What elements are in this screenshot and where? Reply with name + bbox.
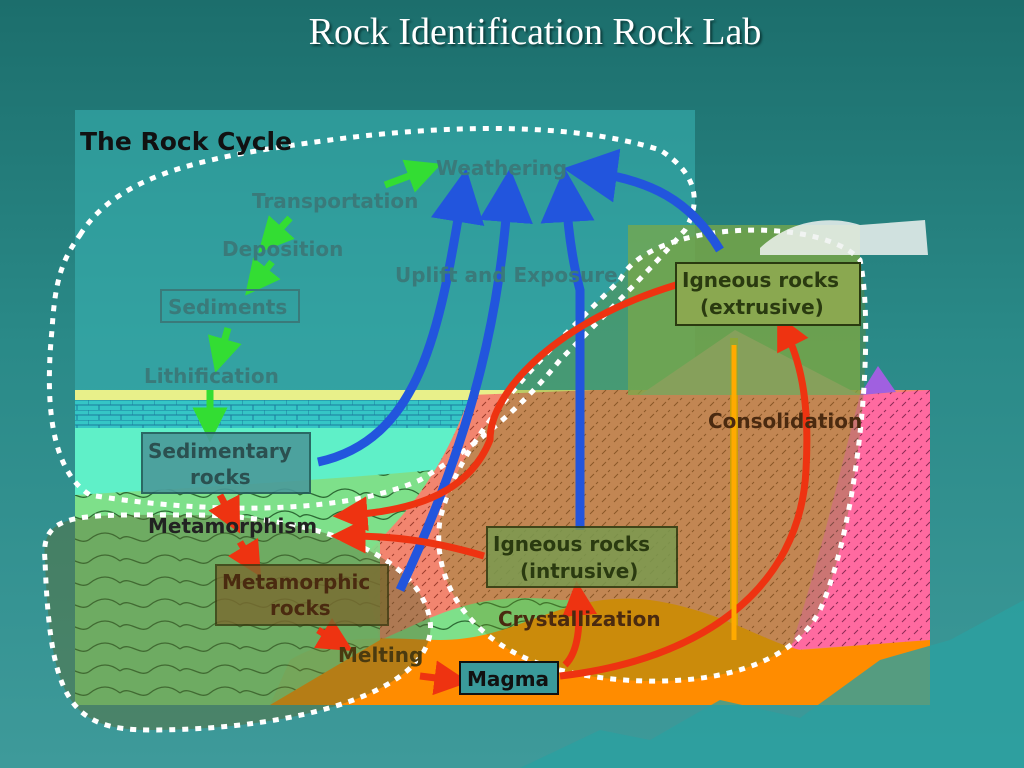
igneous-dotted-outline [436,227,869,684]
arrow-sediments-lithification [207,327,242,373]
metamorphic-dotted-outline [42,512,433,733]
label-weathering: Weathering [436,156,567,180]
weathering-arrow-extrusive [563,148,724,253]
slide-title: Rock Identification Rock Lab [308,11,762,53]
ocean-surface-icon [760,220,928,255]
label-metamorphic-line1: Metamorphic [222,570,370,594]
metamorphic-rocks-box [215,564,389,626]
arrow-deposition-sediments [245,257,281,296]
label-melting: Melting [338,643,423,667]
arrow-metamorphism-metamorphic [227,537,262,578]
sedimentary-dotted-outline [46,126,697,511]
sediments-box [160,289,300,323]
arrow-magma-extrusive [559,314,811,680]
arrow-metamorphic-melting [313,617,354,652]
arrow-intrusive-metamorphism [330,518,485,560]
label-igneous-intrusive-line2: (intrusive) [520,559,638,583]
arrow-extrusive-metamorphism [332,281,678,532]
uplift-arrow-metamorphic [395,168,533,592]
mountain-silhouette [520,600,1024,768]
arrow-magma-crystallization [562,580,598,668]
arrow-sedimentary-metamorphism [208,493,241,534]
label-sedimentary-line1: Sedimentary [148,439,292,463]
diagram-title: The Rock Cycle [80,127,292,156]
label-deposition: Deposition [222,237,343,261]
label-magma: Magma [467,667,549,691]
label-transportation: Transportation [252,189,418,213]
uplift-arrow-sedimentary [317,168,485,467]
igneous-intrusive-box [486,526,678,588]
label-igneous-extrusive-line1: Igneous rocks [682,268,839,292]
label-sediments: Sediments [168,295,287,319]
label-igneous-intrusive-line1: Igneous rocks [493,532,650,556]
label-consolidation: Consolidation [708,409,862,433]
sedimentary-rocks-box [141,432,311,494]
igneous-intrusive-zone [360,390,930,660]
igneous-extrusive-box [675,262,861,326]
arrow-weathering-transport [383,159,442,193]
igneous-extrusive-zone [790,390,930,650]
volcano-peak [860,366,896,395]
label-metamorphic-line2: rocks [270,596,331,620]
label-igneous-extrusive-line2: (extrusive) [700,295,824,319]
label-metamorphism: Metamorphism [148,514,317,538]
label-lithification: Lithification [144,364,279,388]
sand-layer [75,390,595,400]
uplift-arrow-igneous [540,168,595,530]
label-sedimentary-line2: rocks [190,465,251,489]
label-crystallization: Crystallization [498,607,661,631]
arrow-melting-magma [419,660,470,696]
arrow-transport-deposition [258,215,295,253]
label-uplift: Uplift and Exposure [395,263,618,287]
magma-box [459,661,559,695]
